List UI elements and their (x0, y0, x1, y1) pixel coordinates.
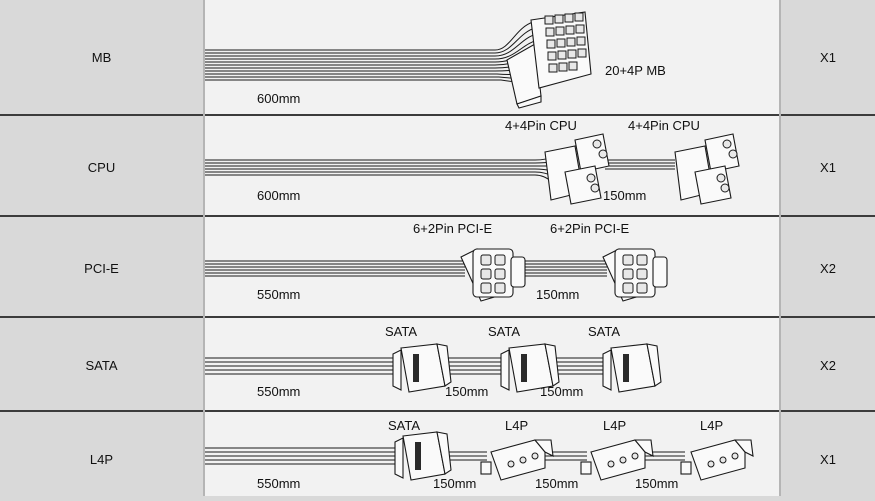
l4p-length-label: 550mm (257, 476, 300, 491)
diagram-cell: 4+4Pin CPU 4+4Pin CPU 600mm 150mm (205, 116, 779, 215)
cpu-cable-diagram: 4+4Pin CPU 4+4Pin CPU 600mm 150mm (205, 118, 740, 205)
l4p-connector-icon (480, 439, 554, 481)
l4p-connector-label: L4P (505, 418, 528, 433)
pcie-connector-icon (602, 248, 668, 302)
column-divider (203, 0, 205, 496)
cpu-connector-icon (674, 133, 740, 205)
pcie-length-label: 150mm (536, 287, 579, 302)
diagram-cell: SATA SATA SATA 550mm 150mm 150mm (205, 318, 779, 410)
row-divider (0, 114, 875, 116)
cable-quantity: X2 (820, 261, 836, 276)
sata-connector-icon (602, 343, 662, 393)
sata-connector-label: SATA (488, 324, 520, 339)
sata-wire-bundle (205, 357, 607, 375)
table-row-mb: MB (0, 0, 875, 114)
sata-connector-icon (394, 431, 452, 481)
row-divider (0, 410, 875, 412)
pcie-connector-label: 6+2Pin PCI-E (550, 221, 629, 236)
l4p-length-label: 150mm (635, 476, 678, 491)
diagram-cell: 20+4P MB 600mm (205, 0, 779, 114)
cpu-connector-label: 4+4Pin CPU (628, 118, 700, 133)
l4p-connector-icon (680, 439, 754, 481)
cable-name: SATA (85, 358, 118, 373)
qty-cell: X1 (781, 0, 875, 114)
cable-name: PCI-E (84, 261, 119, 276)
cpu-length-label: 150mm (603, 188, 646, 203)
l4p-cable-diagram: SATA L4P L4P L4P 550mm 150mm 150mm 150mm (205, 418, 754, 491)
pcie-wire-bundle (205, 260, 607, 277)
sata-cable-diagram: SATA SATA SATA 550mm 150mm 150mm (205, 324, 662, 399)
row-divider (0, 215, 875, 217)
cable-quantity: X2 (820, 358, 836, 373)
name-cell: L4P (0, 412, 203, 496)
l4p-wire-bundle (205, 447, 685, 465)
cable-quantity: X1 (820, 50, 836, 65)
diagram-cell: SATA L4P L4P L4P 550mm 150mm 150mm 150mm (205, 412, 779, 496)
mb-connector-icon (506, 11, 592, 109)
pcie-connector-label: 6+2Pin PCI-E (413, 221, 492, 236)
sata-length-label: 150mm (445, 384, 488, 399)
mb-connector-label: 20+4P MB (605, 63, 666, 78)
qty-cell: X1 (781, 412, 875, 496)
table-row-pcie: PCI-E (0, 217, 875, 316)
row-divider (0, 316, 875, 318)
cpu-connector-icon (544, 133, 610, 205)
qty-cell: X2 (781, 217, 875, 316)
name-cell: PCI-E (0, 217, 203, 316)
diagram-cell: 6+2Pin PCI-E 6+2Pin PCI-E 550mm 150mm (205, 217, 779, 316)
name-cell: CPU (0, 116, 203, 215)
sata-connector-label: SATA (588, 324, 620, 339)
l4p-connector-label: SATA (388, 418, 420, 433)
mb-wire-bundle (205, 21, 554, 84)
pcie-length-label: 550mm (257, 287, 300, 302)
l4p-length-label: 150mm (535, 476, 578, 491)
cpu-connector-label: 4+4Pin CPU (505, 118, 577, 133)
cable-quantity: X1 (820, 160, 836, 175)
name-cell: MB (0, 0, 203, 114)
column-divider (779, 0, 781, 496)
l4p-connector-icon (580, 439, 654, 481)
cable-name: CPU (87, 160, 116, 175)
cable-name: MB (91, 50, 112, 65)
sata-connector-icon (500, 343, 560, 393)
l4p-length-label: 150mm (433, 476, 476, 491)
l4p-connector-label: L4P (603, 418, 626, 433)
sata-length-label: 550mm (257, 384, 300, 399)
table-row-cpu: CPU (0, 116, 875, 215)
table-row-sata: SATA (0, 318, 875, 410)
sata-connector-icon (392, 343, 452, 393)
cable-name: L4P (89, 452, 114, 467)
mb-cable-diagram: 20+4P MB 600mm (205, 11, 666, 109)
sata-connector-label: SATA (385, 324, 417, 339)
pcie-cable-diagram: 6+2Pin PCI-E 6+2Pin PCI-E 550mm 150mm (205, 221, 668, 302)
qty-cell: X2 (781, 318, 875, 410)
qty-cell: X1 (781, 116, 875, 215)
name-cell: SATA (0, 318, 203, 410)
pcie-connector-icon (460, 248, 526, 302)
table-row-l4p: L4P (0, 412, 875, 496)
cpu-length-label: 600mm (257, 188, 300, 203)
mb-length-label: 600mm (257, 91, 300, 106)
l4p-connector-label: L4P (700, 418, 723, 433)
cable-quantity: X1 (820, 452, 836, 467)
sata-length-label: 150mm (540, 384, 583, 399)
